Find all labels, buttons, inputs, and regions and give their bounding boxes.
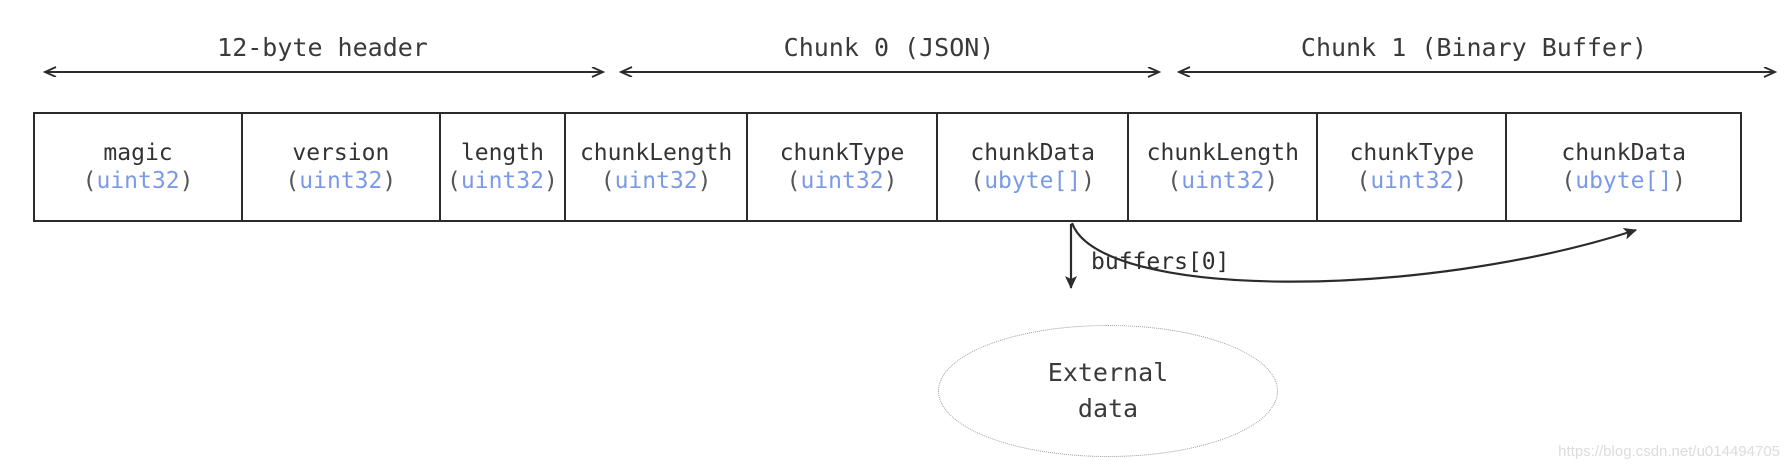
field-cell-chunklength-1[interactable]: chunkLength (uint32) bbox=[1127, 112, 1319, 222]
field-type: (uint32) bbox=[786, 168, 898, 194]
field-cell-version[interactable]: version (uint32) bbox=[241, 112, 441, 222]
field-type: (uint32) bbox=[1167, 168, 1279, 194]
field-type: (uint32) bbox=[447, 168, 558, 194]
section-label-chunk1: Chunk 1 (Binary Buffer) bbox=[1300, 33, 1648, 62]
field-name: chunkData bbox=[1561, 140, 1687, 166]
table-row: magic (uint32) version (uint32) length (… bbox=[32, 112, 1742, 222]
byte-layout-table: magic (uint32) version (uint32) length (… bbox=[32, 112, 1742, 222]
field-name: chunkData bbox=[970, 140, 1095, 166]
field-cell-chunkdata-1[interactable]: chunkData (ubyte[]) bbox=[1505, 112, 1742, 222]
external-data-line-1: External bbox=[1047, 357, 1169, 387]
field-cell-chunkdata-0[interactable]: chunkData (ubyte[]) bbox=[936, 112, 1130, 222]
section-label-header: 12-byte header bbox=[217, 33, 428, 62]
field-type: (uint32) bbox=[600, 168, 712, 194]
field-type: (ubyte[]) bbox=[970, 168, 1095, 194]
field-name: chunkType bbox=[1349, 140, 1475, 166]
field-name: chunkType bbox=[779, 140, 905, 166]
field-type: (ubyte[]) bbox=[1561, 168, 1687, 194]
watermark: https://blog.csdn.net/u014494705 bbox=[1558, 443, 1780, 460]
field-cell-chunklength-0[interactable]: chunkLength (uint32) bbox=[564, 112, 748, 222]
field-cell-magic[interactable]: magic (uint32) bbox=[32, 112, 244, 222]
field-type: (uint32) bbox=[1356, 168, 1468, 194]
field-name: chunkLength bbox=[579, 140, 733, 166]
field-name: magic bbox=[103, 140, 173, 166]
external-data-node[interactable]: External data bbox=[938, 325, 1278, 457]
field-name: length bbox=[460, 140, 544, 166]
field-type: (uint32) bbox=[285, 168, 397, 194]
field-cell-chunktype-1[interactable]: chunkType (uint32) bbox=[1316, 112, 1508, 222]
field-cell-chunktype-0[interactable]: chunkType (uint32) bbox=[745, 112, 939, 222]
field-name: version bbox=[292, 140, 390, 166]
field-cell-length[interactable]: length (uint32) bbox=[438, 112, 567, 222]
field-type: (uint32) bbox=[82, 168, 194, 194]
field-name: chunkLength bbox=[1146, 140, 1299, 166]
external-data-line-2: data bbox=[1077, 394, 1139, 423]
edge-label-buffers: buffers[0] bbox=[1091, 249, 1230, 275]
section-label-chunk0: Chunk 0 (JSON) bbox=[783, 33, 995, 62]
